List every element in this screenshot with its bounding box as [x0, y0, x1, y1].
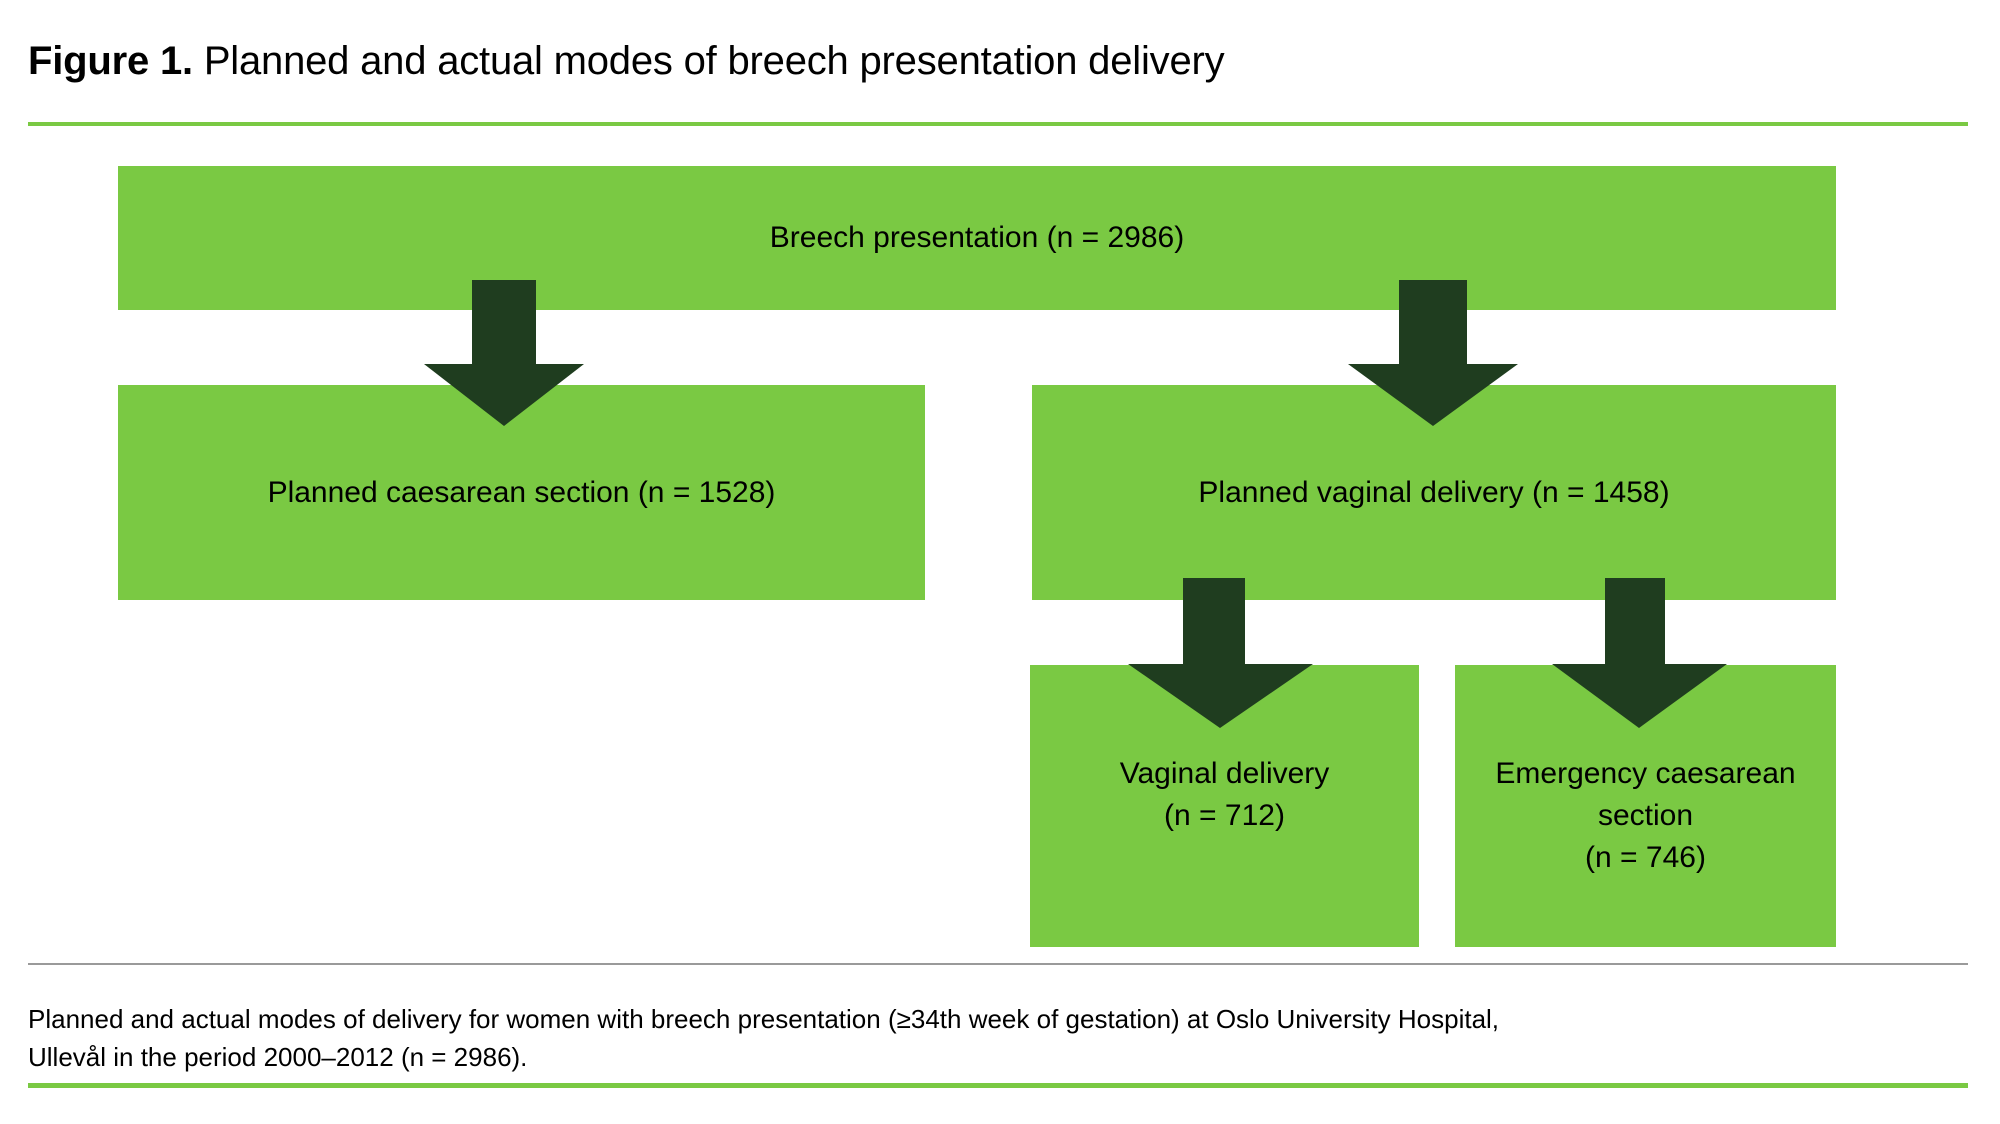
arrow-down-icon-planned-vaginal-to-emergency-caesarean	[1552, 578, 1727, 728]
arrow-down-icon-root-to-planned-vaginal	[1348, 280, 1518, 426]
divider-gray	[28, 963, 1968, 965]
figure-footnote: Planned and actual modes of delivery for…	[28, 1004, 1500, 1072]
divider-green-top	[28, 122, 1968, 126]
flow-node-planned-caesarean-section: Planned caesarean section (n = 1528)	[118, 385, 925, 600]
arrow-down-icon-root-to-planned-caesarean	[424, 280, 584, 426]
flow-node-breech-presentation: Breech presentation (n = 2986)	[118, 166, 1836, 310]
flow-node-vaginal-delivery: Vaginal delivery (n = 712)	[1030, 665, 1419, 947]
figure-title: Figure 1. Planned and actual modes of br…	[28, 36, 1972, 86]
arrow-down-icon-planned-vaginal-to-vaginal-delivery	[1128, 578, 1313, 728]
figure-label: Figure 1.	[28, 39, 193, 83]
flow-node-planned-vaginal-delivery: Planned vaginal delivery (n = 1458)	[1032, 385, 1836, 600]
divider-green-bottom	[28, 1083, 1968, 1088]
figure-title-text: Planned and actual modes of breech prese…	[203, 39, 1225, 83]
